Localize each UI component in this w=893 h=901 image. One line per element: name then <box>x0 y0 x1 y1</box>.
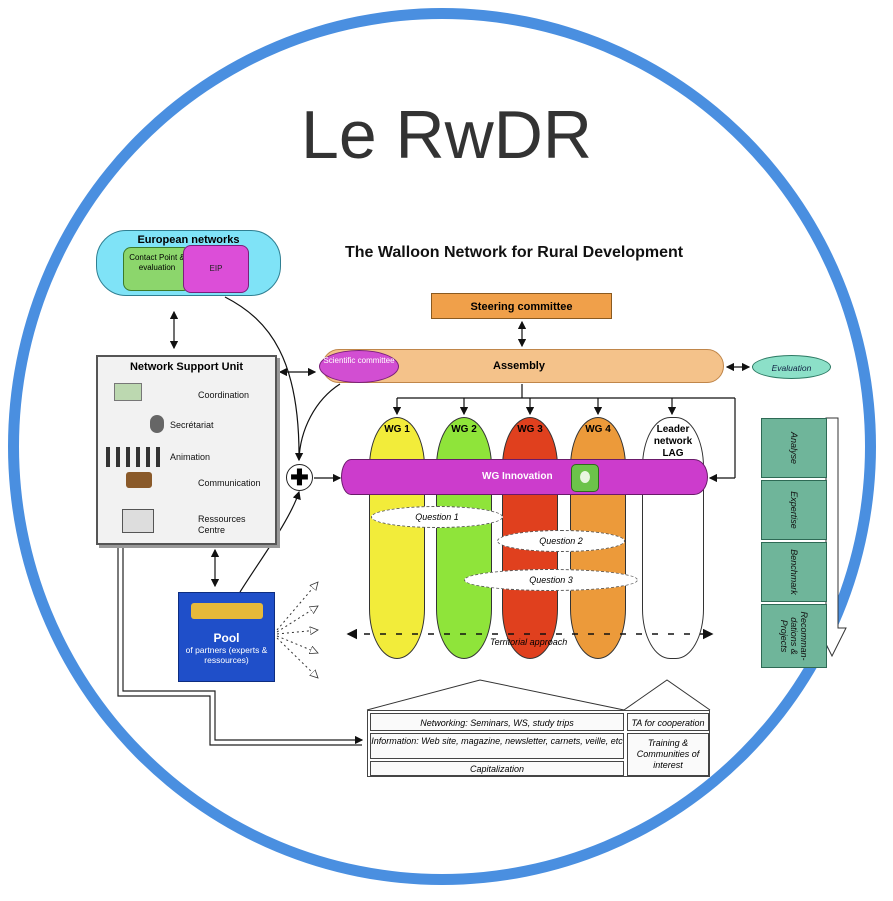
question-2: Question 2 <box>497 530 625 552</box>
step-benchmark: Benchmark <box>761 542 827 602</box>
nsu-item-ressources-centre: Ressources Centre <box>198 514 246 535</box>
scientific-committee: Scientific committee <box>319 350 399 383</box>
secretariat-icon <box>150 415 164 433</box>
eip-puzzle: EIP <box>183 245 249 293</box>
information-cell: Information: Web site, magazine, newslet… <box>370 733 624 759</box>
step-analyse: Analyse <box>761 418 827 478</box>
animation-icon <box>106 447 164 467</box>
lightbulb-icon <box>571 464 599 492</box>
leader-network-lag: Leader network LAG <box>642 417 704 659</box>
networking-cell: Networking: Seminars, WS, study trips <box>370 713 624 731</box>
pool-title: Pool <box>213 631 240 645</box>
pool-of-partners: Pool of partners (experts & ressources) <box>178 592 275 682</box>
network-support-unit: Network Support Unit Coordination Secrét… <box>96 355 277 545</box>
step-analyse-label: Analyse <box>789 431 799 465</box>
nsu-item-coordination: Coordination <box>198 390 250 400</box>
european-networks: European networks Contact Point & evalua… <box>96 230 281 296</box>
keys-icon <box>191 603 263 619</box>
pool-subtitle: of partners (experts & ressources) <box>185 645 268 665</box>
services-box: Networking: Seminars, WS, study trips In… <box>367 710 710 777</box>
wg-1: WG 1 <box>369 417 425 659</box>
circle-frame <box>8 8 876 885</box>
wg-4-label: WG 4 <box>585 424 611 435</box>
nsu-item-secretariat: Secrétariat <box>170 420 214 430</box>
nsu-item-communication: Communication <box>198 478 261 488</box>
wg-innovation-label: WG Innovation <box>482 471 553 482</box>
wg-2-label: WG 2 <box>451 424 477 435</box>
slide-title: Le RwDR <box>301 97 592 173</box>
nsu-item-animation: Animation <box>170 452 211 462</box>
leader-network-label: Leader network LAG <box>653 424 693 459</box>
wg-1-label: WG 1 <box>384 424 410 435</box>
step-expertise: Expertise <box>761 480 827 540</box>
question-3: Question 3 <box>464 569 638 591</box>
ta-cooperation-cell: TA for cooperation <box>627 713 709 731</box>
nsu-title: Network Support Unit <box>129 361 244 373</box>
wg-innovation: WG Innovation <box>341 459 708 495</box>
territorial-approach-label: Territorial approach <box>490 637 568 647</box>
plus-icon: ✚ <box>286 464 313 491</box>
step-recommendations-label: Recomman-dations & Projects <box>779 611 809 661</box>
assembly-label: Assembly <box>493 360 545 372</box>
step-recommendations: Recomman-dations & Projects <box>761 604 827 668</box>
question-1: Question 1 <box>371 506 503 528</box>
diagram-subtitle: The Walloon Network for Rural Developmen… <box>345 244 684 261</box>
wg-2: WG 2 <box>436 417 492 659</box>
steering-committee: Steering committee <box>431 293 612 319</box>
training-cell: Training & Communities of interest <box>627 733 709 776</box>
communication-icon <box>126 472 152 488</box>
coordination-icon <box>114 383 142 401</box>
european-networks-title: European networks <box>137 234 240 246</box>
step-expertise-label: Expertise <box>789 491 799 529</box>
capitalization-cell: Capitalization <box>370 761 624 776</box>
ressources-centre-icon <box>122 509 154 533</box>
evaluation: Evaluation <box>752 355 831 379</box>
step-benchmark-label: Benchmark <box>789 549 799 595</box>
wg-3-label: WG 3 <box>517 424 543 435</box>
